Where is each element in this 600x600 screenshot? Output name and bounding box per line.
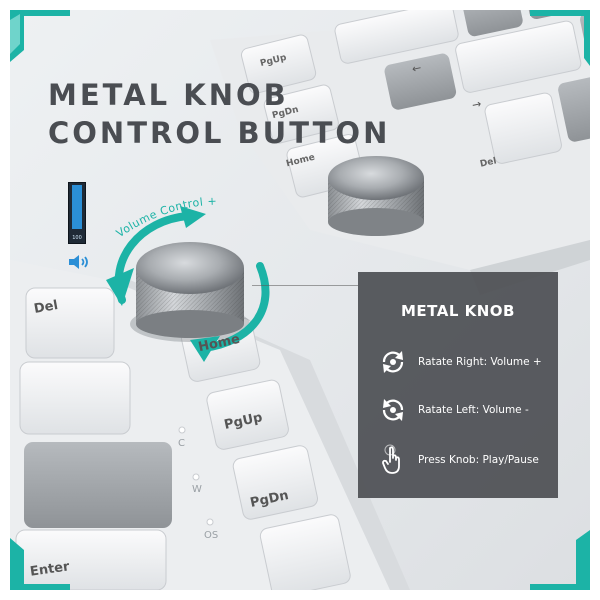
arrow-head-top-icon <box>180 206 206 228</box>
svg-text:Volume Control +: Volume Control + <box>114 195 218 240</box>
rotate-right-icon <box>382 351 404 373</box>
rotate-right-text: Ratate Right: Volume + <box>418 356 542 368</box>
speaker-icon <box>69 255 88 269</box>
feature-row-rotate-right: Ratate Right: Volume + <box>376 346 558 378</box>
press-knob-text: Press Knob: Play/Pause <box>418 454 539 466</box>
press-finger-icon <box>382 444 400 474</box>
headline: METAL KNOB CONTROL BUTTON <box>48 76 391 152</box>
volume-control-label: Volume Control + <box>114 195 218 240</box>
arrow-head-left-icon <box>106 268 134 306</box>
keyboard-photo <box>10 10 590 590</box>
corner-brackets <box>10 10 590 590</box>
feature-row-rotate-left: Ratate Left: Volume - <box>376 394 558 426</box>
product-image: Del Home PgUp PgDn PgUp PgDn Home Del En… <box>10 10 590 590</box>
upper-metal-knob <box>328 156 424 236</box>
feature-panel: METAL KNOB Ratate Right: Volume + Ratate… <box>358 272 558 498</box>
volume-level-label: 100 <box>72 235 82 241</box>
main-metal-knob <box>130 242 250 342</box>
headline-line-1: METAL KNOB <box>48 78 289 112</box>
arrow-head-right-icon <box>190 336 220 362</box>
headline-line-2: CONTROL BUTTON <box>48 116 391 150</box>
volume-level-fill <box>72 185 82 229</box>
led-label-os: OS <box>204 530 219 541</box>
volume-control-text: Volume Control + <box>114 195 217 240</box>
leader-line <box>252 285 358 286</box>
panel-title: METAL KNOB <box>401 302 515 320</box>
rotate-left-text: Ratate Left: Volume - <box>418 404 529 416</box>
led-label-w: W <box>192 484 202 495</box>
feature-row-press: Press Knob: Play/Pause <box>376 444 558 476</box>
rotate-left-icon <box>382 399 404 421</box>
volume-level-meter: 100 <box>68 182 86 244</box>
led-label-c: C <box>178 438 185 449</box>
